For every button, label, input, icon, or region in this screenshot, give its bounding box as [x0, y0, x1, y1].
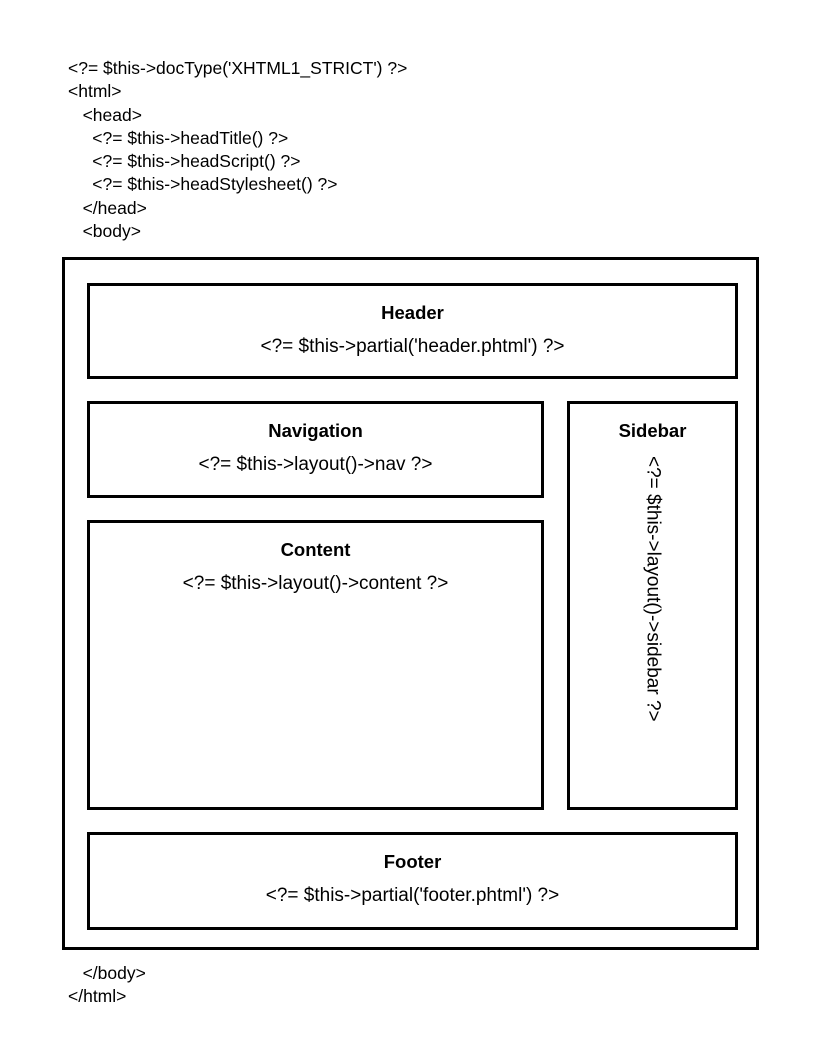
- region-content-code: <?= $this->layout()->content ?>: [182, 573, 449, 594]
- region-navigation-code: <?= $this->layout()->nav ?>: [198, 454, 433, 475]
- region-sidebar-code: <?= $this->layout()->sidebar ?>: [642, 456, 664, 722]
- region-content-title: Content: [280, 539, 351, 560]
- region-navigation: Navigation <?= $this->layout()->nav ?>: [87, 401, 544, 498]
- body-layout-frame: Header <?= $this->partial('header.phtml'…: [62, 257, 759, 950]
- region-header-code: <?= $this->partial('header.phtml') ?>: [260, 336, 565, 357]
- code-listing-head: <?= $this->docType('XHTML1_STRICT') ?> <…: [68, 58, 408, 242]
- region-content: Content <?= $this->layout()->content ?>: [87, 520, 544, 810]
- region-header-title: Header: [381, 302, 444, 323]
- region-sidebar: Sidebar <?= $this->layout()->sidebar ?>: [567, 401, 738, 810]
- region-navigation-title: Navigation: [268, 420, 363, 441]
- region-header: Header <?= $this->partial('header.phtml'…: [87, 283, 738, 379]
- region-sidebar-title: Sidebar: [618, 420, 687, 441]
- region-sidebar-code-wrap: <?= $this->layout()->sidebar ?>: [570, 456, 735, 803]
- region-footer-code: <?= $this->partial('footer.phtml') ?>: [265, 885, 560, 906]
- region-footer: Footer <?= $this->partial('footer.phtml'…: [87, 832, 738, 930]
- region-footer-title: Footer: [383, 851, 442, 872]
- code-listing-close: </body> </html>: [68, 963, 146, 1007]
